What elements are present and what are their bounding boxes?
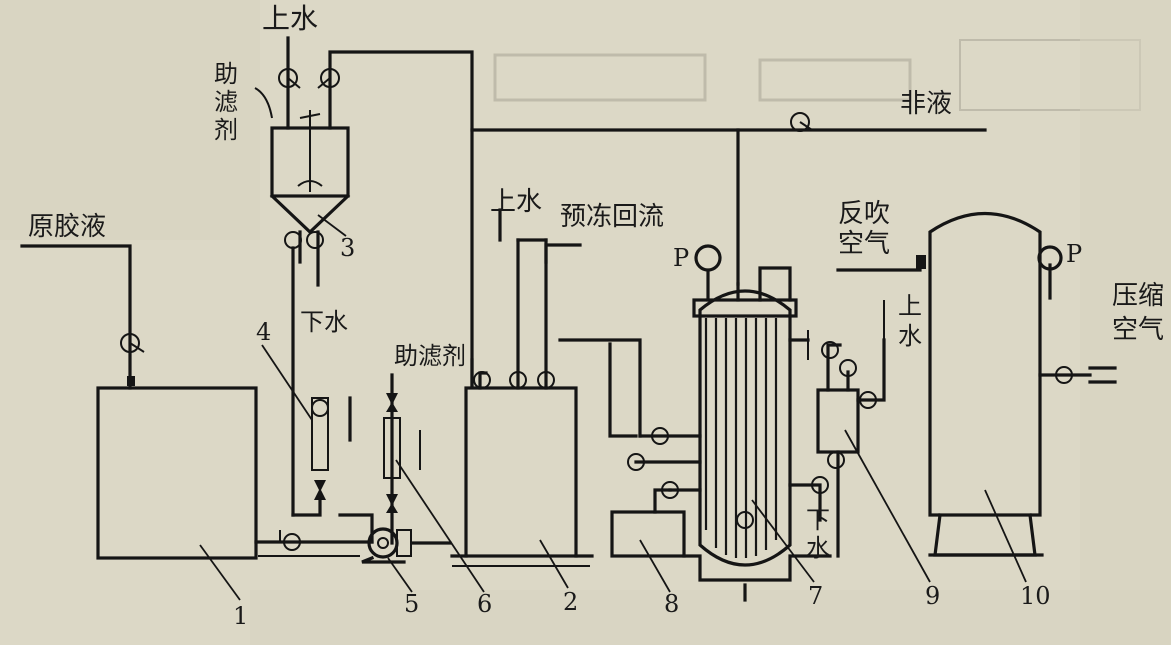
label-backflush-air-2: 空气	[838, 229, 890, 259]
part-number-2: 2	[563, 588, 578, 616]
flowmeter-4	[291, 396, 374, 544]
part-number-8: 8	[664, 590, 679, 618]
label-backflush-air-1: 反吹	[838, 199, 890, 229]
label-feed-water-mid: 上水	[490, 187, 542, 217]
text-labels: 上水 助 滤 剂 原胶液 非液 上水 预冻回流 反吹 空气 压缩 空气 P P …	[28, 2, 1164, 630]
label-precool-return: 预冻回流	[560, 202, 664, 232]
filter-aid-mixing-tank	[254, 36, 474, 517]
filter-vessel-7	[627, 244, 829, 602]
label-filter-aid-1: 助	[214, 60, 238, 88]
label-filter-aid-mid: 助滤剂	[394, 342, 466, 370]
label-compressed-air-2: 空气	[1112, 315, 1164, 345]
part-number-7: 7	[808, 582, 823, 610]
compressed-air-tank-10	[928, 211, 1117, 557]
part-number-6: 6	[477, 590, 492, 618]
floor-lines	[258, 555, 590, 567]
part-number-10: 10	[1020, 582, 1051, 610]
pump-5	[361, 527, 412, 564]
label-drain-left: 下水	[300, 308, 348, 336]
label-filter-aid-2: 滤	[214, 88, 238, 116]
label-feed-water-right-1: 上	[898, 292, 922, 320]
flowmeter-6	[383, 373, 452, 545]
label-drain-right-2: 水	[806, 534, 830, 562]
label-compressed-air-1: 压缩	[1112, 281, 1164, 311]
label-filter-aid-3: 剂	[214, 116, 238, 144]
label-discharge: 非液	[900, 89, 952, 119]
part-number-3: 3	[340, 234, 355, 262]
main-header-pipe	[470, 112, 987, 286]
collection-tank-8	[610, 488, 832, 582]
air-receiver-9	[816, 255, 926, 558]
part-number-4: 4	[256, 318, 271, 346]
label-pressure-gauge-1: P	[673, 244, 689, 272]
leader-lines	[199, 214, 1027, 601]
part-number-9: 9	[925, 582, 940, 610]
part-number-5: 5	[404, 590, 419, 618]
label-feed-water-right-2: 水	[898, 322, 922, 350]
valve-icon	[120, 333, 140, 353]
label-feed-water-top: 上水	[262, 2, 318, 35]
label-pressure-gauge-2: P	[1066, 240, 1082, 268]
valve-icon	[283, 533, 301, 551]
precoat-tank-2	[450, 208, 642, 558]
raw-gel-tank	[20, 244, 374, 560]
part-number-1: 1	[233, 602, 248, 630]
label-raw-gel: 原胶液	[28, 212, 106, 242]
label-drain-right-1: 下	[806, 506, 830, 534]
